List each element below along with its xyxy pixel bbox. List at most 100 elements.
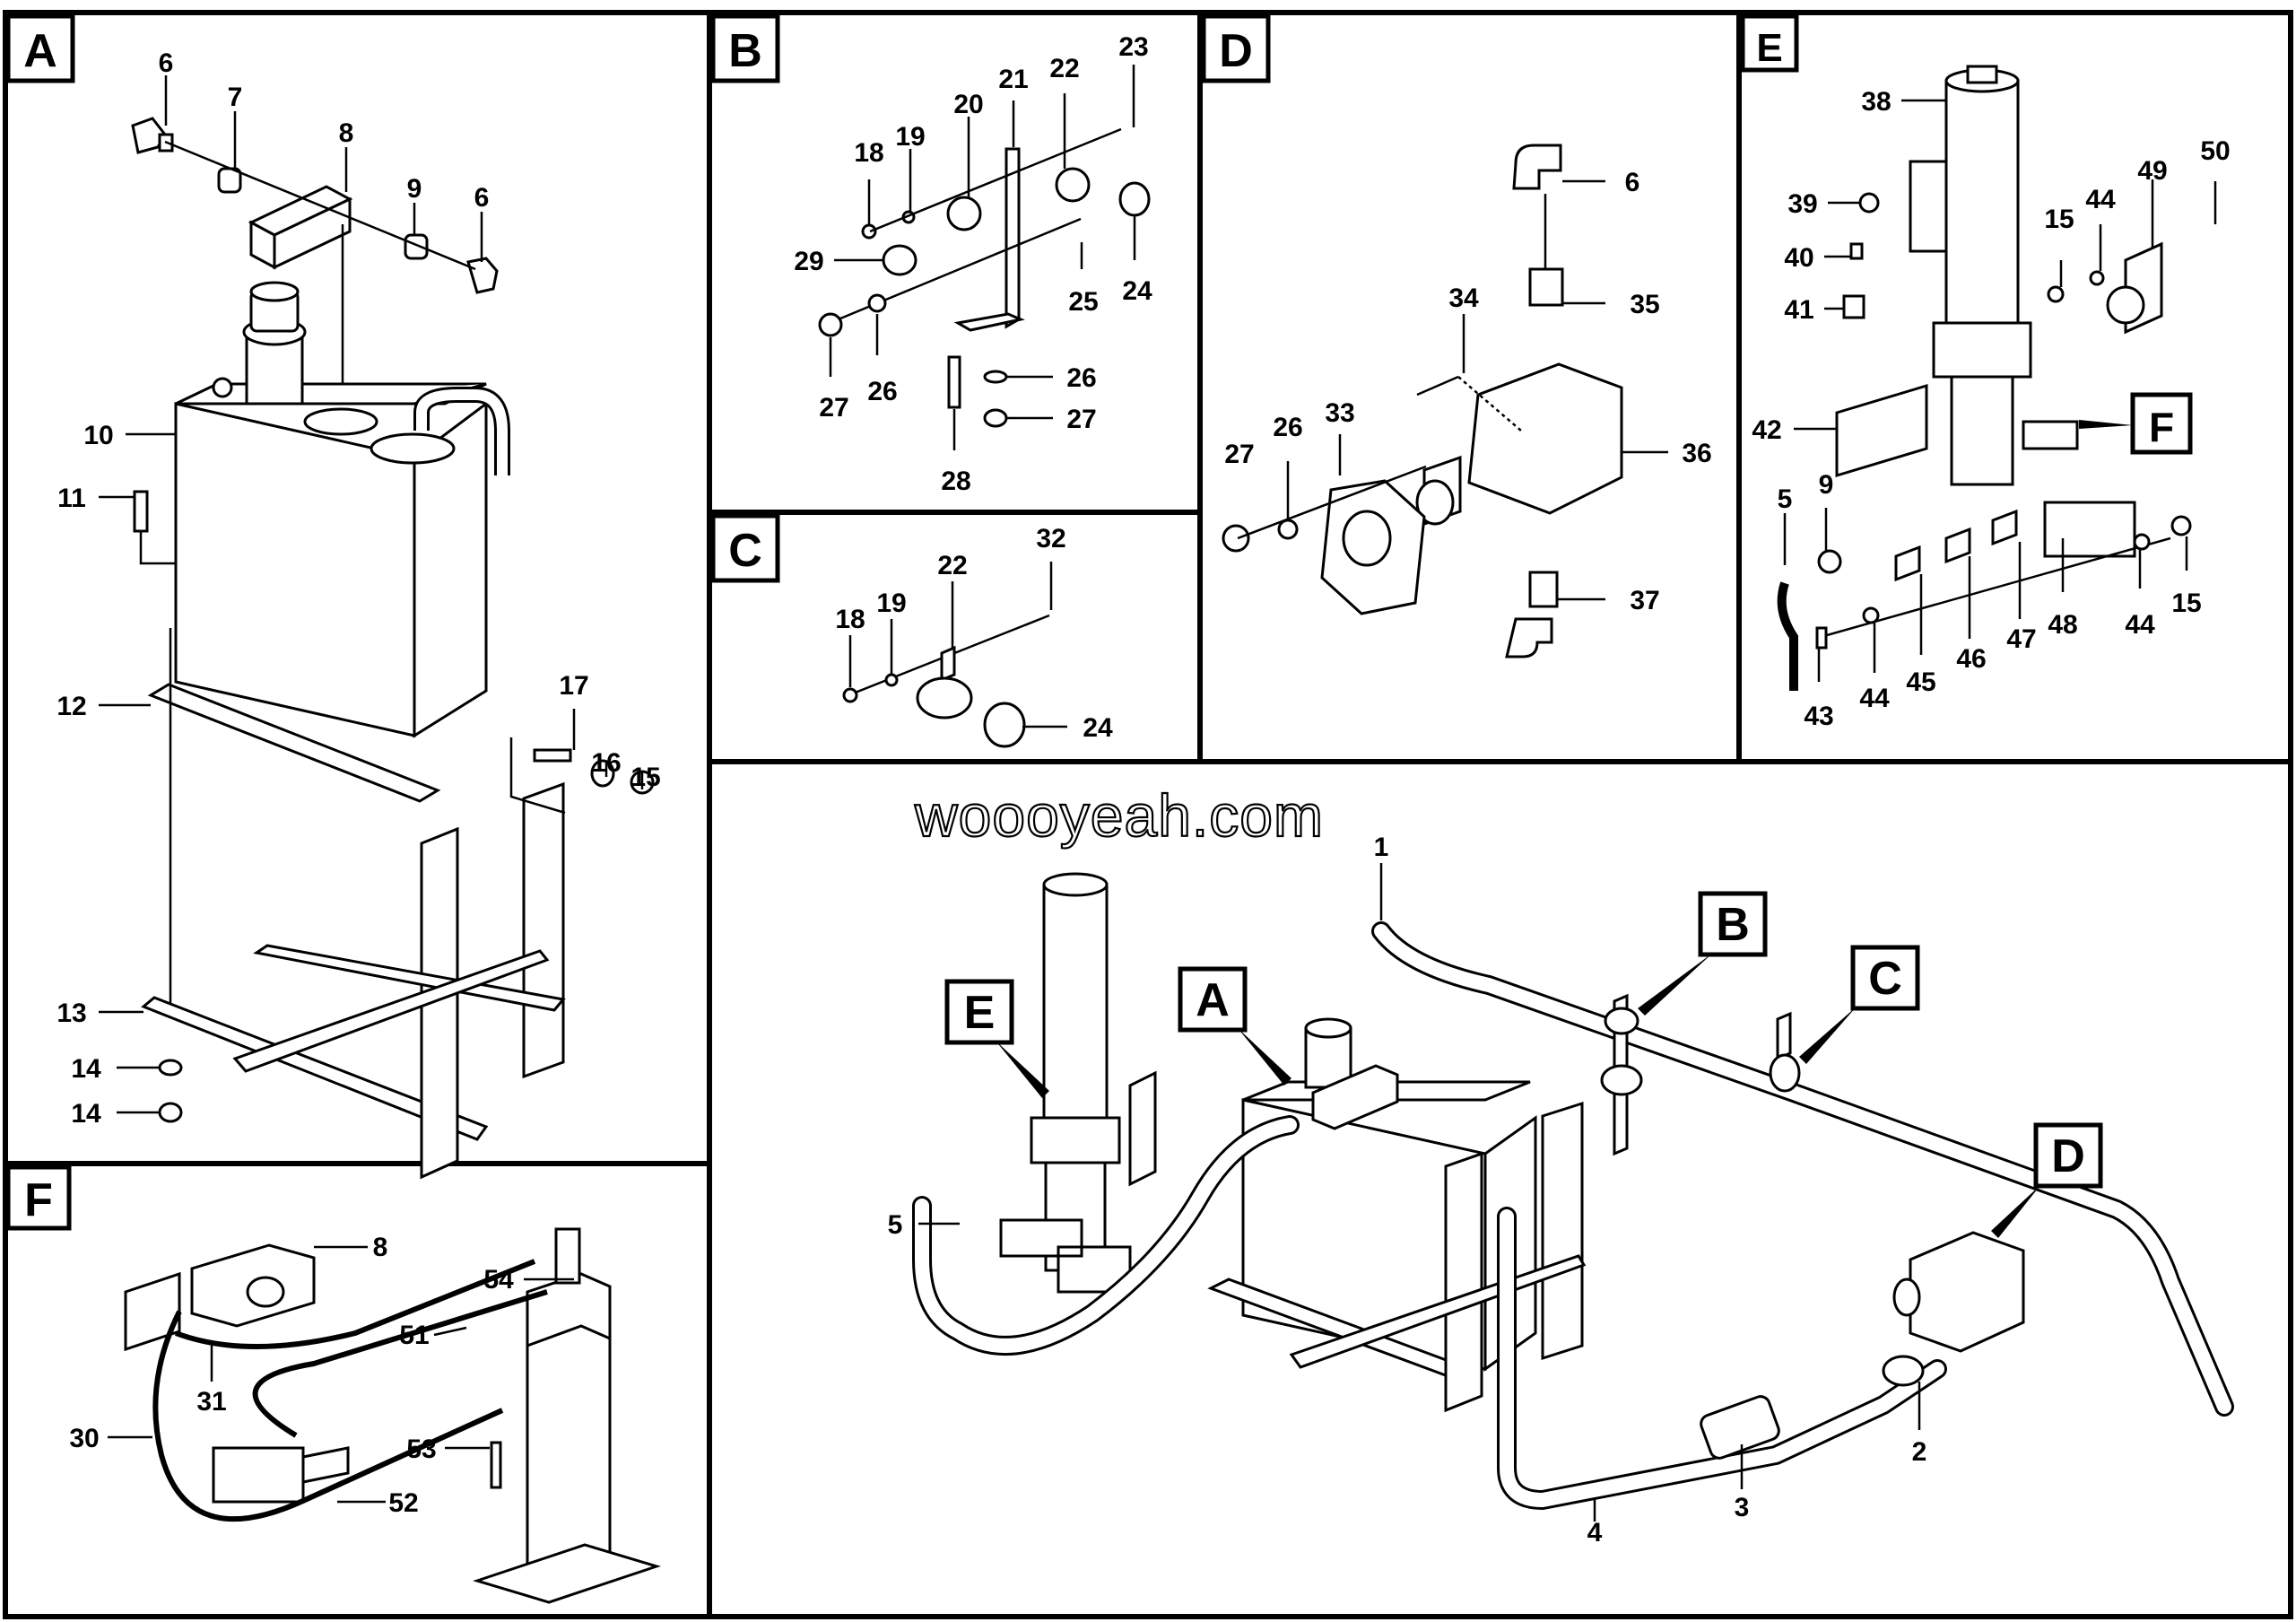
callout-E-47: 47 (2006, 624, 2036, 654)
elbow-6 (1512, 144, 1562, 190)
callout-A-9: 9 (407, 174, 422, 204)
overview-tag-E-letter: E (964, 987, 996, 1039)
callout-A-14a: 14 (71, 1054, 101, 1084)
washer-26 (867, 293, 887, 313)
overview-bracket-C (1776, 1011, 1792, 1061)
overview-tag-C-letter: C (1868, 953, 1902, 1005)
valve-block-8-side (273, 196, 352, 270)
callout-B-23: 23 (1118, 32, 1148, 62)
overview-valve-block (1311, 1064, 1399, 1130)
cap-41 (1842, 294, 1866, 319)
callout-B-28: 28 (941, 467, 970, 496)
section-E-letter: E (1756, 26, 1782, 70)
bolt-17 (533, 748, 572, 763)
overview-tag-D: D (1991, 1122, 2103, 1238)
callout-E-45: 45 (1906, 667, 1935, 697)
callout-numbers: 6 7 8 9 6 10 11 12 17 16 15 13 14 14 18 … (57, 32, 2230, 1548)
block-42 (1835, 383, 1928, 478)
detail-F-pointer (2079, 420, 2133, 429)
washer-14 (158, 1059, 183, 1077)
callout-E-50: 50 (2200, 136, 2230, 166)
callout-B-26a: 26 (867, 377, 897, 406)
nut-27b (983, 408, 1008, 428)
callout-D-36: 36 (1682, 439, 1711, 468)
detail-F-tag (2130, 392, 2193, 455)
overview-cylinder (1042, 883, 1109, 1120)
cable-31 (252, 1289, 548, 1438)
nut-15b (2170, 515, 2192, 536)
callout-B-27a: 27 (819, 393, 848, 423)
shims-45-46-47 (1894, 509, 2018, 582)
callout-B-29: 29 (794, 247, 823, 276)
clamp-48 (2043, 501, 2136, 558)
callout-E-44a: 44 (2085, 185, 2116, 214)
callout-A-12: 12 (57, 692, 86, 721)
callout-E-42: 42 (1752, 415, 1781, 445)
callout-B-18: 18 (854, 138, 883, 168)
callout-D-33: 33 (1325, 398, 1354, 428)
callout-B-19: 19 (895, 122, 925, 152)
overview-tag-B-letter: B (1716, 899, 1750, 951)
washer-44 (2089, 270, 2105, 286)
panel-D-drawing (1222, 144, 1623, 658)
washer-44b (1862, 606, 1880, 624)
pump-body-36 (1467, 362, 1623, 515)
callout-C-24: 24 (1083, 713, 1113, 743)
pump-shaft (1415, 479, 1455, 526)
overview-frame-upright (1444, 1151, 1483, 1413)
callout-overview-3: 3 (1735, 1493, 1750, 1522)
callout-D-26: 26 (1273, 413, 1302, 442)
overview-tag-E: E (944, 979, 1049, 1098)
panel-E-drawing: F (1777, 65, 2193, 691)
frame-13-base-front (141, 996, 489, 1141)
callout-A-17: 17 (559, 671, 588, 701)
solenoid-31 (124, 1271, 181, 1352)
nut-27 (818, 312, 843, 337)
callout-B-24: 24 (1122, 276, 1152, 306)
callout-E-15b: 15 (2171, 589, 2201, 618)
nut-14 (158, 1102, 183, 1123)
callout-F-52: 52 (388, 1488, 418, 1518)
section-B-letter: B (728, 25, 762, 77)
fitting-9 (404, 233, 429, 260)
nut-39 (1858, 192, 1880, 214)
bracket-21-foot (953, 312, 1025, 332)
section-A-tag: A (5, 13, 75, 83)
callout-F-51: 51 (399, 1321, 429, 1350)
cylinder-38 (1944, 79, 2020, 325)
callout-A-7: 7 (228, 83, 243, 112)
callout-overview-4: 4 (1587, 1518, 1603, 1548)
callout-A-14b: 14 (71, 1099, 101, 1129)
callout-A-8: 8 (339, 118, 354, 148)
section-D-letter: D (1219, 25, 1253, 77)
assembly-line (869, 127, 1122, 233)
section-C-tag: C (710, 513, 780, 583)
panel-frames (3, 10, 2293, 1619)
section-F-letter: F (24, 1174, 53, 1226)
clamp-22 (1055, 167, 1091, 203)
nut-27 (1222, 524, 1250, 553)
overview-tag-D-letter: D (2051, 1130, 2085, 1182)
cable-51 (174, 1259, 536, 1349)
section-E-tag: E (1740, 13, 1799, 73)
panel-F-drawing (124, 1227, 661, 1604)
callout-B-20: 20 (953, 90, 983, 119)
assembly-line (509, 737, 566, 815)
callout-F-53: 53 (406, 1435, 436, 1464)
bolt-11 (133, 490, 149, 533)
lifting-eye (212, 377, 233, 398)
nut-15 (2047, 285, 2065, 303)
overview-cylinder-collar (1030, 1116, 1121, 1164)
section-A-letter: A (23, 25, 57, 77)
callout-D-6: 6 (1625, 168, 1640, 197)
callout-A-16: 16 (591, 748, 621, 778)
callout-overview-2: 2 (1912, 1437, 1927, 1467)
callout-E-44b: 44 (2125, 610, 2155, 640)
clamp-20 (946, 196, 982, 231)
callout-A-13: 13 (57, 998, 86, 1028)
overview-clamp-B (1600, 1064, 1643, 1096)
nut-18 (842, 687, 858, 703)
callout-D-34: 34 (1448, 283, 1479, 313)
sleeve-29 (882, 244, 918, 276)
assembly-line (164, 140, 476, 271)
